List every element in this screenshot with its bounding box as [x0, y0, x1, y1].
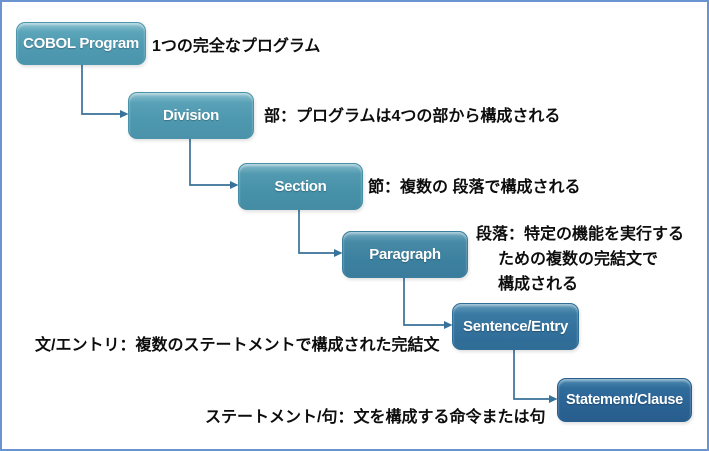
node-statement-clause: Statement/Clause — [557, 378, 692, 422]
node-section-label: Section — [274, 178, 327, 195]
annotation-section: 節：複数の 段落で構成される — [368, 179, 581, 196]
node-paragraph: Paragraph — [342, 231, 468, 278]
node-sentence-entry-label: Sentence/Entry — [462, 318, 568, 335]
connector-section-to-paragraph — [298, 208, 343, 257]
connector-cobol-to-division — [81, 63, 129, 118]
connector-division-to-section — [189, 137, 239, 189]
annotation-paragraph-line-1: 段落：特定の機能を実行する — [476, 226, 685, 243]
annotation-paragraph-line-2: ための複数の完結文で — [498, 251, 659, 268]
node-sentence-entry: Sentence/Entry — [452, 303, 579, 350]
node-cobol-program: COBOL Program — [16, 22, 146, 65]
connector-paragraph-to-sentence — [403, 276, 453, 329]
annotation-statement-clause: ステートメント/句：文を構成する命令または句 — [205, 409, 546, 426]
node-division-label: Division — [163, 107, 219, 124]
annotation-cobol-program: 1つの完全なプログラム — [152, 38, 321, 55]
annotation-sentence-entry: 文/エントリ：複数のステートメントで構成された完結文 — [35, 337, 440, 354]
node-paragraph-label: Paragraph — [369, 246, 441, 263]
node-statement-clause-label: Statement/Clause — [566, 392, 683, 408]
node-cobol-program-label: COBOL Program — [23, 35, 139, 52]
connector-sentence-to-statement — [513, 348, 558, 403]
node-section: Section — [238, 163, 363, 210]
annotation-division: 部：プログラムは4つの部から構成される — [264, 108, 561, 125]
annotation-paragraph: 段落：特定の機能を実行する ための複数の完結文で 構成される — [476, 222, 684, 297]
annotation-paragraph-line-3: 構成される — [498, 276, 579, 293]
node-division: Division — [128, 92, 254, 139]
